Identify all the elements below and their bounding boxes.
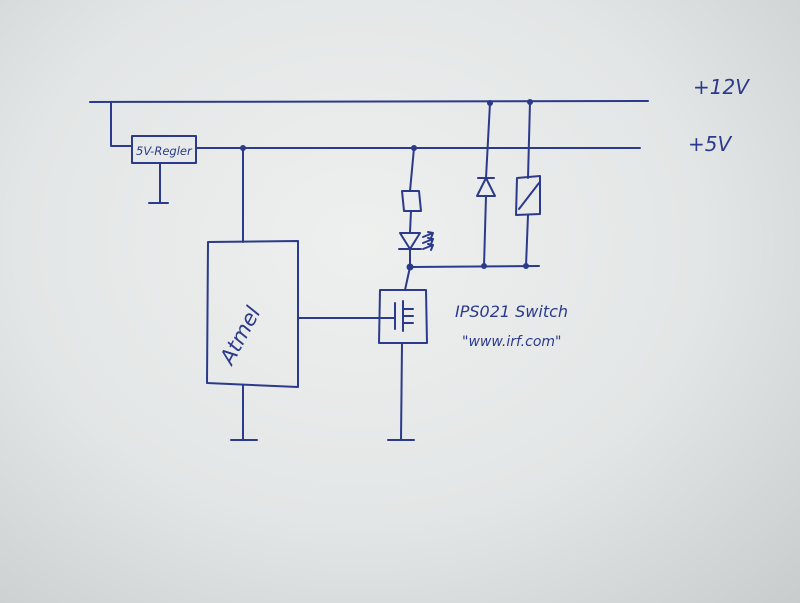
switch-ground xyxy=(387,342,415,441)
regulator-ground xyxy=(148,162,169,204)
ips021-switch xyxy=(378,289,428,344)
resistor xyxy=(401,190,422,233)
atmel-label: Atmel xyxy=(214,302,265,370)
regulator-feed-wire xyxy=(110,101,133,147)
label-5v: +5V xyxy=(688,132,732,156)
regulator-5v: 5V-Regler xyxy=(131,135,197,164)
relay-coil xyxy=(515,101,541,267)
junction-dot xyxy=(523,263,529,269)
led xyxy=(398,231,434,268)
atmel-mcu: Atmel xyxy=(206,240,299,388)
atmel-ground xyxy=(230,384,258,441)
load-node-wire xyxy=(409,265,540,268)
flyback-diode xyxy=(476,102,496,267)
switch-drain-wire xyxy=(404,266,411,291)
junction-dot xyxy=(481,263,487,269)
switch-label: IPS021 Switch xyxy=(455,302,568,321)
label-12v: +12V xyxy=(693,75,750,99)
regulator-label: 5V-Regler xyxy=(136,144,193,158)
resistor-supply-wire xyxy=(409,147,415,192)
rail-12v xyxy=(89,100,649,103)
switch-url: "www.irf.com" xyxy=(462,334,561,350)
